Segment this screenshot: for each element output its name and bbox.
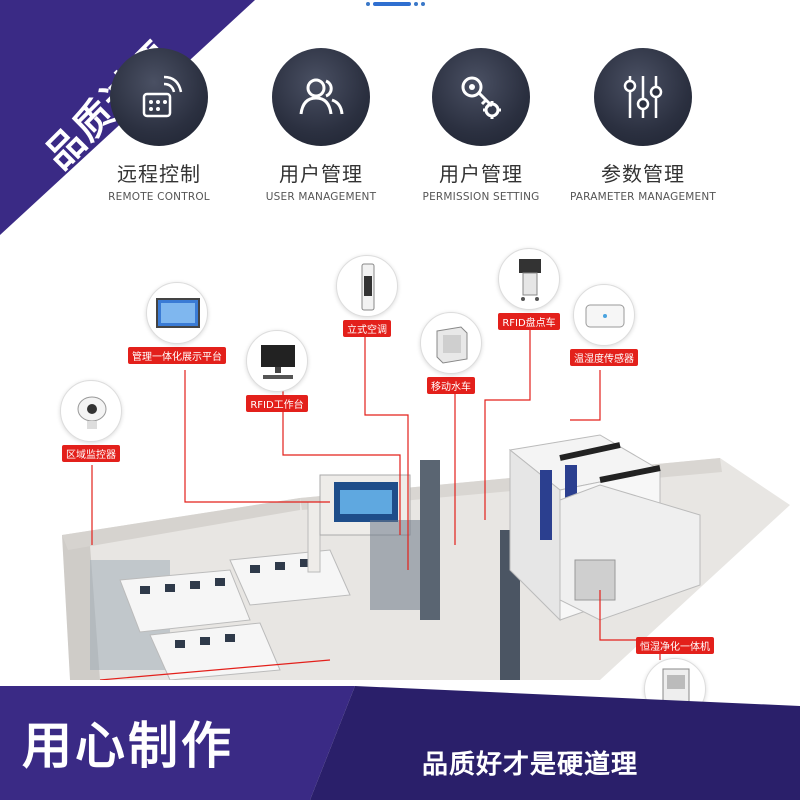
device-label: 管理一体化展示平台 [128,347,226,364]
device-label: 温湿度传感器 [570,349,638,366]
cart-icon [420,312,482,374]
device-display-platform[interactable]: 管理一体化展示平台 [128,282,226,364]
pager-dot[interactable] [421,2,425,6]
sensor-icon [573,284,635,346]
display-panel-icon [146,282,208,344]
device-label: 恒湿净化一体机 [636,637,714,654]
feature-subtitle: USER MANAGEMENT [265,191,377,203]
feature-title: 用户管理 [279,162,363,186]
inventory-cart-icon [498,248,560,310]
device-mobile-cart[interactable]: 移动水车 [420,312,482,394]
device-rfid-workstation[interactable]: RFID工作台 [246,330,308,412]
device-temp-humidity-sensor[interactable]: 温湿度传感器 [570,284,638,366]
bottom-banner: 用心制作 品质好才是硬道理 [0,686,800,800]
room-illustration [62,320,790,681]
banner-slogan-left: 用心制作 [22,717,234,775]
feature-subtitle: REMOTE CONTROL [108,191,210,203]
device-label: 移动水车 [427,377,475,394]
banner-slogan-right: 品质好才是硬道理 [422,750,639,780]
remote-control-icon [110,48,208,146]
carousel-pager[interactable] [366,0,425,8]
feature-subtitle: PARAMETER MANAGEMENT [569,191,717,203]
device-area-controller[interactable]: 区域监控器 [60,380,122,462]
feature-title: 远程控制 [117,162,201,186]
device-rfid-inventory-cart[interactable]: RFID盘点车 [498,248,560,330]
device-label: RFID盘点车 [498,313,560,330]
feature-remote-control[interactable]: 远程控制 REMOTE CONTROL [74,48,244,203]
controller-icon [60,380,122,442]
sliders-icon [594,48,692,146]
feature-permission-setting[interactable]: 用户管理 PERMISSION SETTING [396,48,566,203]
key-gear-icon [432,48,530,146]
device-air-conditioner[interactable]: 立式空调 [336,255,398,337]
archive-room-diagram: 管理一体化展示平台 立式空调 RFID工作台 移动水车 RFID盘点车 [0,240,800,720]
device-label: RFID工作台 [246,395,308,412]
device-label: 立式空调 [343,320,391,337]
workstation-icon [246,330,308,392]
feature-subtitle: PERMISSION SETTING [422,191,540,203]
pager-dot-active[interactable] [373,2,411,6]
air-conditioner-icon [336,255,398,317]
pager-dot[interactable] [414,2,418,6]
feature-title: 参数管理 [601,162,685,186]
feature-parameter-management[interactable]: 参数管理 PARAMETER MANAGEMENT [558,48,728,203]
pager-dot[interactable] [366,2,370,6]
feature-title: 用户管理 [439,162,523,186]
users-icon [272,48,370,146]
feature-user-management[interactable]: 用户管理 USER MANAGEMENT [236,48,406,203]
device-label: 区域监控器 [62,445,120,462]
